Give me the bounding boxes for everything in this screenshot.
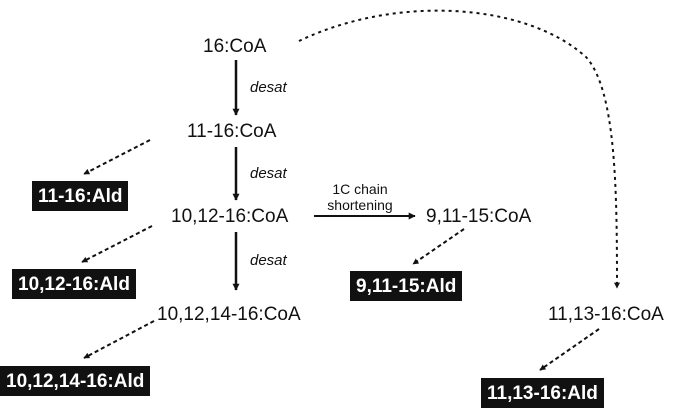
node-11-16-coa: 11-16:CoA — [187, 121, 277, 142]
enzyme-label-desat-2: desat — [250, 165, 287, 182]
dashed-arrow-9-11-15-ald — [412, 228, 465, 265]
node-9-11-15-coa: 9,11-15:CoA — [426, 206, 532, 227]
aldehyde-box-11-13-16: 11,13-16:Ald — [481, 378, 604, 408]
chain-shortening-line-2: shortening — [327, 197, 393, 213]
dashed-arrow-11-16-ald — [83, 139, 151, 175]
aldehyde-box-10-12-16: 10,12-16:Ald — [12, 269, 136, 299]
enzyme-label-desat-1: desat — [250, 79, 287, 96]
dashed-arrow-10-12-16-ald — [81, 225, 153, 263]
chain-shortening-label: 1C chain shortening — [318, 181, 402, 213]
aldehyde-box-11-16: 11-16:Ald — [32, 181, 129, 211]
node-10-12-14-16-coa: 10,12,14-16:CoA — [157, 304, 301, 325]
node-11-13-16-coa: 11,13-16:CoA — [548, 304, 664, 325]
dashed-arrow-11-13-16-ald — [539, 328, 600, 371]
dashed-arrow-10-12-14-16-ald — [83, 320, 155, 359]
dashed-curve-to-11-13-16-coa — [298, 9, 620, 289]
enzyme-label-desat-3: desat — [250, 252, 287, 269]
chain-shortening-line-1: 1C chain — [332, 181, 388, 197]
node-16-coa: 16:CoA — [203, 36, 267, 57]
aldehyde-box-10-12-14-16: 10,12,14-16:Ald — [0, 366, 151, 396]
aldehyde-box-9-11-15: 9,11-15:Ald — [350, 271, 463, 301]
node-10-12-16-coa: 10,12-16:CoA — [171, 206, 289, 227]
